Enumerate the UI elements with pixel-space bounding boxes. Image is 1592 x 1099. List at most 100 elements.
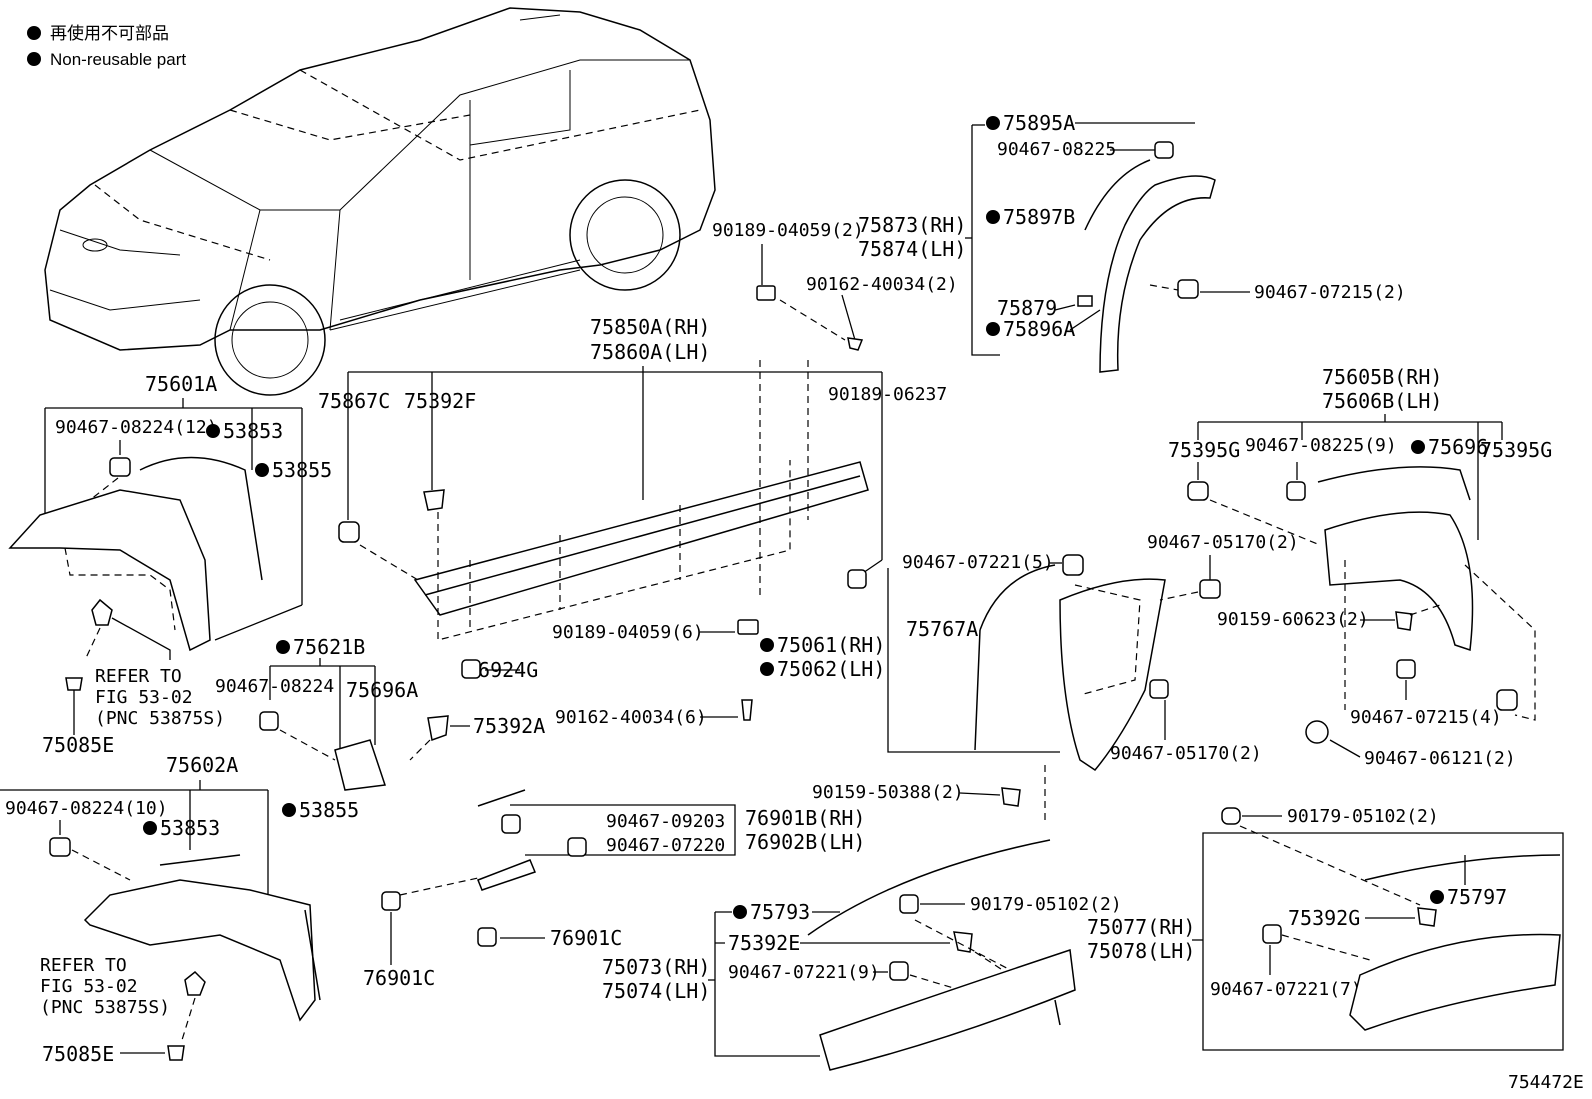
- clip-icon: [1262, 924, 1282, 944]
- label-refer2-line1: REFER TO: [40, 955, 127, 976]
- label-76901C-b: 76901C: [550, 926, 622, 950]
- label-75085E-a: 75085E: [42, 733, 114, 757]
- clip-icon: [1062, 554, 1084, 576]
- wheel-arch-moulding-part: [1099, 175, 1216, 373]
- clip-icon: [49, 837, 71, 857]
- rocker-panel-moulding-part: [413, 461, 869, 616]
- label-90189-06237: 90189-06237: [828, 384, 947, 405]
- bolt-icon: [1001, 787, 1021, 807]
- label-75062: 75062(LH): [777, 657, 885, 681]
- label-90467-08224-12: 90467-08224(12): [55, 417, 218, 438]
- label-75867C: 75867C: [318, 389, 390, 413]
- non-reusable-dot-icon: [760, 638, 774, 652]
- label-75395G-b: 75395G: [1480, 438, 1552, 462]
- label-90467-07215-4: 90467-07215(4): [1350, 707, 1502, 728]
- label-75621B: 75621B: [293, 635, 365, 659]
- label-refer1-line1: REFER TO: [95, 666, 182, 687]
- fender-arch-moulding-part: [1059, 578, 1166, 771]
- label-90467-09203: 90467-09203: [606, 811, 725, 832]
- label-90467-07221-9: 90467-07221(9): [728, 962, 880, 983]
- clip-icon: [91, 598, 113, 626]
- legend: 再使用不可部品 Non-reusable part: [27, 23, 186, 69]
- group-75621B: 75621B 90467-08224 75696A 75392A: [215, 635, 545, 791]
- non-reusable-dot-icon: [760, 662, 774, 676]
- label-refer1-line2: FIG 53-02: [95, 687, 193, 708]
- group-75850A: 75850A(RH) 75860A(LH) 75867C 75392F 9018…: [318, 315, 947, 641]
- group-75873: 75895A 90467-08225 75873(RH) 75874(LH) 7…: [858, 111, 1406, 373]
- label-75392F: 75392F: [404, 389, 476, 413]
- label-75879: 75879: [997, 296, 1057, 320]
- label-90189-04059-6: 90189-04059(6): [552, 622, 704, 643]
- clip-icon: [184, 970, 206, 996]
- nut-icon: [737, 619, 759, 635]
- screw-icon: [847, 337, 864, 351]
- legend-jp-label: 再使用不可部品: [50, 23, 169, 43]
- non-reusable-dot-icon: [733, 905, 747, 919]
- label-refer2-line3: (PNC 53875S): [40, 997, 170, 1018]
- label-75605B: 75605B(RH): [1322, 365, 1442, 389]
- clip-icon: [1149, 679, 1169, 699]
- non-reusable-dot-icon: [986, 116, 1000, 130]
- label-75392G: 75392G: [1288, 906, 1360, 930]
- label-75896A: 75896A: [1003, 317, 1075, 341]
- clip-icon: [889, 961, 909, 981]
- label-75085E-b: 75085E: [42, 1042, 114, 1066]
- non-reusable-dot-icon: [1430, 890, 1444, 904]
- label-75392A: 75392A: [473, 714, 545, 738]
- non-reusable-dot-icon: [986, 210, 1000, 224]
- label-53855-a: 53855: [272, 458, 332, 482]
- screw-icon: [741, 699, 753, 721]
- label-75606B: 75606B(LH): [1322, 389, 1442, 413]
- clip-icon: [259, 711, 279, 731]
- clip-icon: [567, 837, 587, 857]
- clip-icon: [381, 891, 401, 911]
- label-75078: 75078(LH): [1087, 939, 1195, 963]
- label-75793: 75793: [750, 900, 810, 924]
- label-75601A: 75601A: [145, 372, 217, 396]
- label-90467-07221-7: 90467-07221(7): [1210, 979, 1362, 1000]
- label-76901C-a: 76901C: [363, 966, 435, 990]
- clip-icon: [1221, 807, 1241, 825]
- label-53853-a: 53853: [223, 419, 283, 443]
- clip-icon: [1199, 579, 1221, 599]
- vehicle-illustration: [44, 7, 716, 396]
- label-75696: 75696: [1428, 435, 1488, 459]
- label-75895A: 75895A: [1003, 111, 1075, 135]
- clip-icon: [899, 894, 919, 914]
- label-75073: 75073(RH): [602, 955, 710, 979]
- label-75395G-a: 75395G: [1168, 438, 1240, 462]
- label-90467-07220: 90467-07220: [606, 835, 725, 856]
- clip-icon: [1417, 907, 1437, 927]
- non-reusable-dot-icon: [27, 26, 41, 40]
- clip-icon: [477, 927, 497, 947]
- clip-icon: [109, 457, 131, 477]
- clip-icon: [1396, 659, 1416, 679]
- non-reusable-dot-icon: [282, 803, 296, 817]
- label-75061: 75061(RH): [777, 633, 885, 657]
- label-75874: 75874(LH): [858, 237, 966, 261]
- bolt-icon: [1395, 611, 1413, 631]
- label-90467-08224: 90467-08224: [215, 676, 334, 697]
- non-reusable-dot-icon: [255, 463, 269, 477]
- label-90467-07215-2: 90467-07215(2): [1254, 282, 1406, 303]
- group-75602A: 75602A 90467-08224(10) 53853 53855 REFER…: [0, 753, 359, 1066]
- label-90179-05102-2a: 90179-05102(2): [970, 894, 1122, 915]
- label-90467-06121-2: 90467-06121(2): [1364, 748, 1516, 769]
- group-75601A: 75601A 90467-08224(12) 53853 53855 REFER…: [8, 372, 332, 757]
- figure-number: 754472E: [1508, 1072, 1584, 1093]
- label-90467-05170-2b: 90467-05170(2): [1110, 743, 1262, 764]
- bracket-part: [477, 859, 537, 891]
- label-75897B: 75897B: [1003, 205, 1075, 229]
- label-90467-07221-5: 90467-07221(5): [902, 552, 1054, 573]
- label-90162-40034-2: 90162-40034(2): [806, 274, 958, 295]
- clip-icon: [427, 715, 449, 742]
- label-76901B: 76901B(RH): [745, 806, 865, 830]
- clip-icon: [338, 521, 360, 543]
- group-center-fasteners: 90189-04059(2) 90162-40034(2) 76924G 901…: [461, 220, 958, 728]
- non-reusable-dot-icon: [1411, 440, 1425, 454]
- garnish-part: [334, 739, 387, 791]
- label-75860A: 75860A(LH): [590, 340, 710, 364]
- label-75696A: 75696A: [346, 678, 418, 702]
- label-53855-b: 53855: [299, 798, 359, 822]
- label-refer1-line3: (PNC 53875S): [95, 708, 225, 729]
